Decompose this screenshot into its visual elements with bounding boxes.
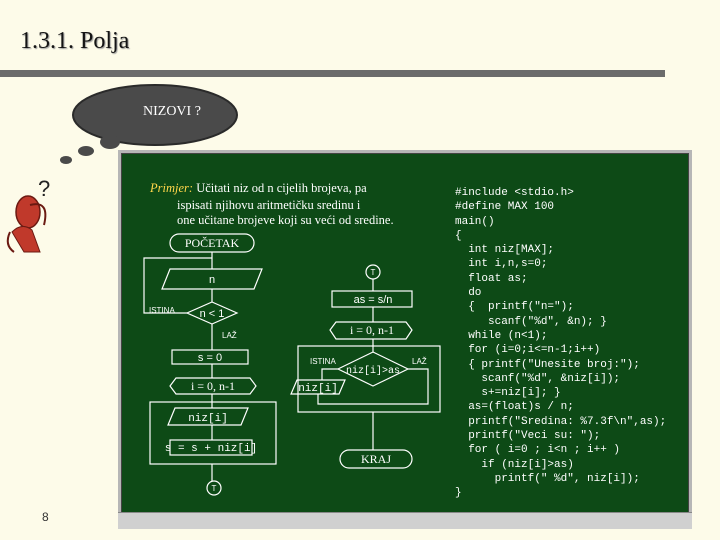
flow-loop-1: i = 0, n-1 — [191, 379, 235, 393]
chalkboard-ledge — [118, 512, 692, 529]
flow-istina-2: ISTINA — [310, 357, 336, 366]
flow-laz-1: LAŽ — [222, 331, 237, 340]
flow-read-niz: niz[i] — [188, 413, 228, 425]
flow-laz-2: LAŽ — [412, 357, 427, 366]
task-line-2: ispisati njihovu aritmetičku sredinu i — [177, 198, 361, 212]
code-line: s+=niz[i]; } — [455, 387, 561, 400]
thought-cloud — [60, 84, 238, 164]
flow-loop-2: i = 0, n-1 — [350, 323, 394, 337]
thinking-person-icon — [6, 195, 47, 253]
flow-s-sum: s = s + niz[i] — [165, 443, 257, 455]
cloud-text: NIZOVI ? — [143, 104, 201, 119]
slide-title: 1.3.1. Polja — [20, 28, 130, 54]
code-line: do — [455, 287, 482, 300]
code-line: for ( i=0 ; i<n ; i++ ) — [455, 444, 621, 457]
code-line: } — [455, 487, 462, 500]
code-line: if (niz[i]>as) — [455, 458, 574, 471]
code-line: #include <stdio.h> — [455, 187, 574, 199]
code-line: { — [455, 229, 462, 242]
flow-end: KRAJ — [361, 452, 391, 466]
code-line: int niz[MAX]; — [455, 244, 555, 257]
code-line: printf("Veci su: "); — [455, 430, 601, 443]
flow-cond-n: n < 1 — [200, 308, 225, 320]
code-line: printf("Sredina: %7.3f\n",as); — [455, 415, 667, 428]
flow-print-niz: niz[i] — [298, 383, 338, 395]
task-label: Primjer: — [150, 181, 194, 195]
flow-as-calc: as = s/n — [354, 294, 393, 306]
title-divider — [0, 70, 665, 77]
code-line: printf(" %d", niz[i]); — [455, 472, 640, 485]
code-line: main() — [455, 215, 495, 228]
task-line-1-text: Učitati niz od n cijelih brojeva, pa — [193, 181, 367, 195]
question-mark-icon: ? — [38, 176, 51, 201]
code-line: float as; — [455, 272, 528, 285]
code-line: { printf("n="); — [455, 301, 574, 314]
code-line: int i,n,s=0; — [455, 258, 548, 271]
flow-start: POČETAK — [185, 236, 240, 250]
flow-read-n: n — [209, 274, 215, 286]
flow-cond-2: niz[i]>as — [346, 365, 400, 377]
task-line-3: one učitane brojeve koji su veći od sred… — [177, 213, 394, 227]
code-line: for (i=0;i<=n-1;i++) — [455, 344, 601, 357]
code-line: scanf("%d", &n); } — [455, 315, 607, 328]
flow-s-zero: s = 0 — [198, 352, 222, 364]
code-line: #define MAX 100 — [455, 201, 555, 214]
flow-connector-top: T — [371, 268, 376, 277]
page-number: 8 — [42, 510, 49, 524]
code-line: while (n<1); — [455, 329, 548, 342]
flow-istina-1: ISTINA — [149, 306, 175, 315]
flow-connector-bottom: T — [212, 484, 217, 493]
task-line-1: Primjer: Učitati niz od n cijelih brojev… — [150, 180, 367, 196]
code-line: { printf("Unesite broj:"); — [455, 358, 640, 371]
code-line: as=(float)s / n; — [455, 401, 574, 414]
code-line: scanf("%d", &niz[i]); — [455, 372, 621, 385]
